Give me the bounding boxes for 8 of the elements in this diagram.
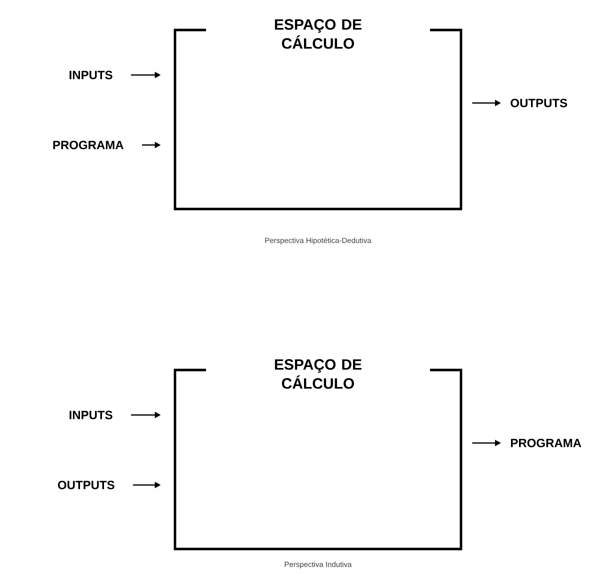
label: PROGRAMA [53, 140, 124, 150]
label: OUTPUTS [58, 480, 114, 490]
label: INPUTS [70, 70, 112, 80]
label: OUTPUTS [510, 98, 568, 108]
open-top-box: ESPAÇO DE CÁLCULO [174, 359, 462, 550]
open-top-box: ESPAÇO DE CÁLCULO [174, 19, 462, 210]
label: INPUTS [70, 410, 112, 420]
label: PROGRAMA [511, 438, 582, 448]
